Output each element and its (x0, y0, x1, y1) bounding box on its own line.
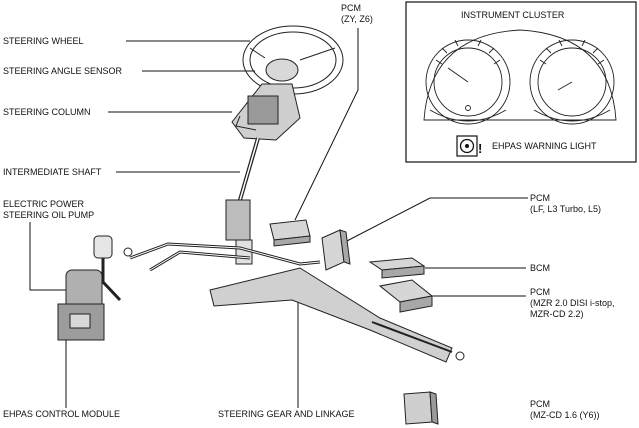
leader-pcm-zy (294, 28, 359, 221)
label-bcm: BCM (530, 263, 550, 273)
instrument-cluster-illustration (423, 29, 617, 125)
pcm-cd-box (403, 391, 439, 425)
steering-column-illustration (231, 83, 301, 141)
label-steering-column: STEERING COLUMN (3, 107, 91, 117)
label-oil-pump-line2: STEERING OIL PUMP (3, 210, 95, 220)
label-steering-wheel: STEERING WHEEL (3, 36, 84, 46)
label-pcm-lf-line1: PCM (530, 193, 550, 203)
bcm-box (368, 257, 426, 279)
steering-wheel-illustration (242, 25, 344, 95)
label-pcm-mzr-line3: MZR-CD 2.2) (530, 309, 584, 319)
steering-gear-illustration (123, 242, 465, 363)
oil-pump-illustration (57, 235, 122, 341)
intermediate-shaft-illustration (225, 137, 260, 265)
label-instrument-cluster: INSTRUMENT CLUSTER (461, 10, 565, 20)
label-pcm-cd-line1: PCM (530, 399, 550, 409)
label-pcm-cd-line2: (MZ-CD 1.6 (Y6)) (530, 410, 600, 420)
label-pcm-zy-line1: PCM (341, 3, 361, 13)
label-pcm-mzr-line2: (MZR 2.0 DISI i-stop, (530, 298, 615, 308)
label-ehpas-warning-light: EHPAS WARNING LIGHT (492, 141, 597, 151)
label-pcm-zy: PCM (ZY, Z6) (341, 3, 373, 25)
label-intermediate-shaft: INTERMEDIATE SHAFT (3, 167, 102, 177)
label-pcm-mzr-line1: PCM (530, 287, 550, 297)
label-pcm-zy-line2: (ZY, Z6) (341, 14, 373, 24)
label-control-module: EHPAS CONTROL MODULE (3, 409, 121, 419)
label-pcm-mzr: PCM (MZR 2.0 DISI i-stop, MZR-CD 2.2) (530, 287, 615, 320)
svg-text:!: ! (478, 141, 482, 156)
pcm-zy-box (269, 219, 311, 247)
label-oil-pump: ELECTRIC POWER STEERING OIL PUMP (3, 199, 94, 221)
label-steering-angle-sensor: STEERING ANGLE SENSOR (3, 66, 123, 76)
label-pcm-lf-line2: (LF, L3 Turbo, L5) (530, 204, 602, 214)
leader-pcm-lf (342, 197, 528, 244)
label-steering-gear: STEERING GEAR AND LINKAGE (218, 409, 355, 419)
label-oil-pump-line1: ELECTRIC POWER (3, 199, 85, 209)
instrument-cluster-box (405, 1, 637, 163)
label-pcm-lf: PCM (LF, L3 Turbo, L5) (530, 193, 601, 215)
pcm-mzr-box (378, 279, 434, 313)
pcm-lf-box (321, 229, 351, 271)
leader-oil-pump (29, 222, 68, 291)
label-pcm-cd: PCM (MZ-CD 1.6 (Y6)) (530, 399, 600, 421)
steering-wheel-warning-icon: ! (456, 135, 482, 157)
